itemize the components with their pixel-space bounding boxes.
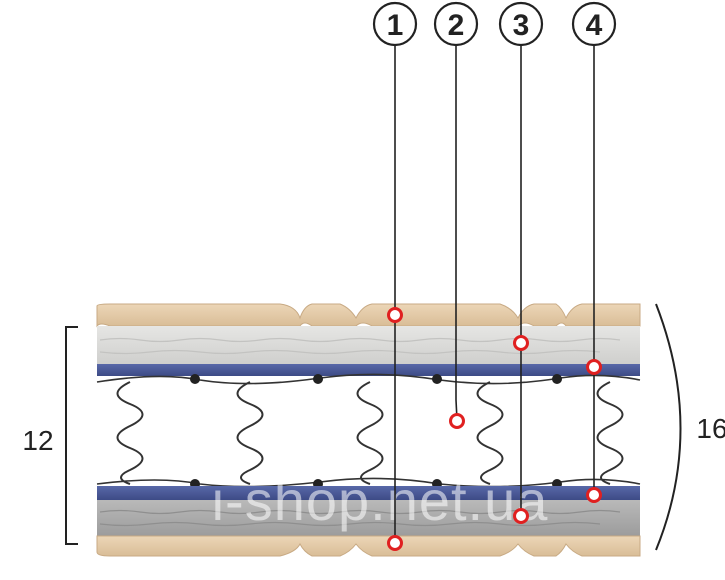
callout-markers (387, 307, 602, 551)
bottom-cover (96, 535, 641, 557)
spring-coil (356, 381, 384, 485)
top-felt-texture (99, 337, 621, 355)
spring-coil (116, 381, 144, 485)
bottom-felt-texture (99, 509, 621, 527)
top-blue-layer (97, 364, 640, 376)
marker-2 (449, 413, 465, 429)
callout-2: 2 (433, 1, 479, 47)
spring-zone (97, 376, 640, 486)
callout-3: 3 (498, 1, 544, 47)
total-height-label: 16 (696, 413, 725, 444)
marker-3-top (513, 335, 529, 351)
marker-1-bottom (387, 535, 403, 551)
core-height-label: 12 (22, 425, 53, 456)
callout-3-label: 3 (513, 9, 530, 42)
spring-coil (476, 381, 504, 485)
callout-1: 1 (372, 1, 418, 47)
marker-4-top (586, 359, 602, 375)
core-height-bracket (65, 326, 78, 545)
callout-4: 4 (571, 1, 617, 47)
callout-1-label: 1 (387, 9, 404, 42)
spring-coil (596, 381, 624, 485)
bottom-blue-layer (97, 486, 640, 500)
bottom-felt-layer (97, 500, 640, 536)
callout-4-label: 4 (586, 9, 603, 42)
marker-4-bottom (586, 487, 602, 503)
top-cover (96, 303, 641, 328)
marker-3-bottom (513, 508, 529, 524)
watermark: i-shop.net.ua (212, 469, 549, 532)
callout-2-label: 2 (448, 9, 465, 42)
top-felt-layer (97, 326, 640, 364)
spring-coil (236, 381, 264, 485)
total-height-arc (655, 303, 682, 551)
marker-1-top (387, 307, 403, 323)
